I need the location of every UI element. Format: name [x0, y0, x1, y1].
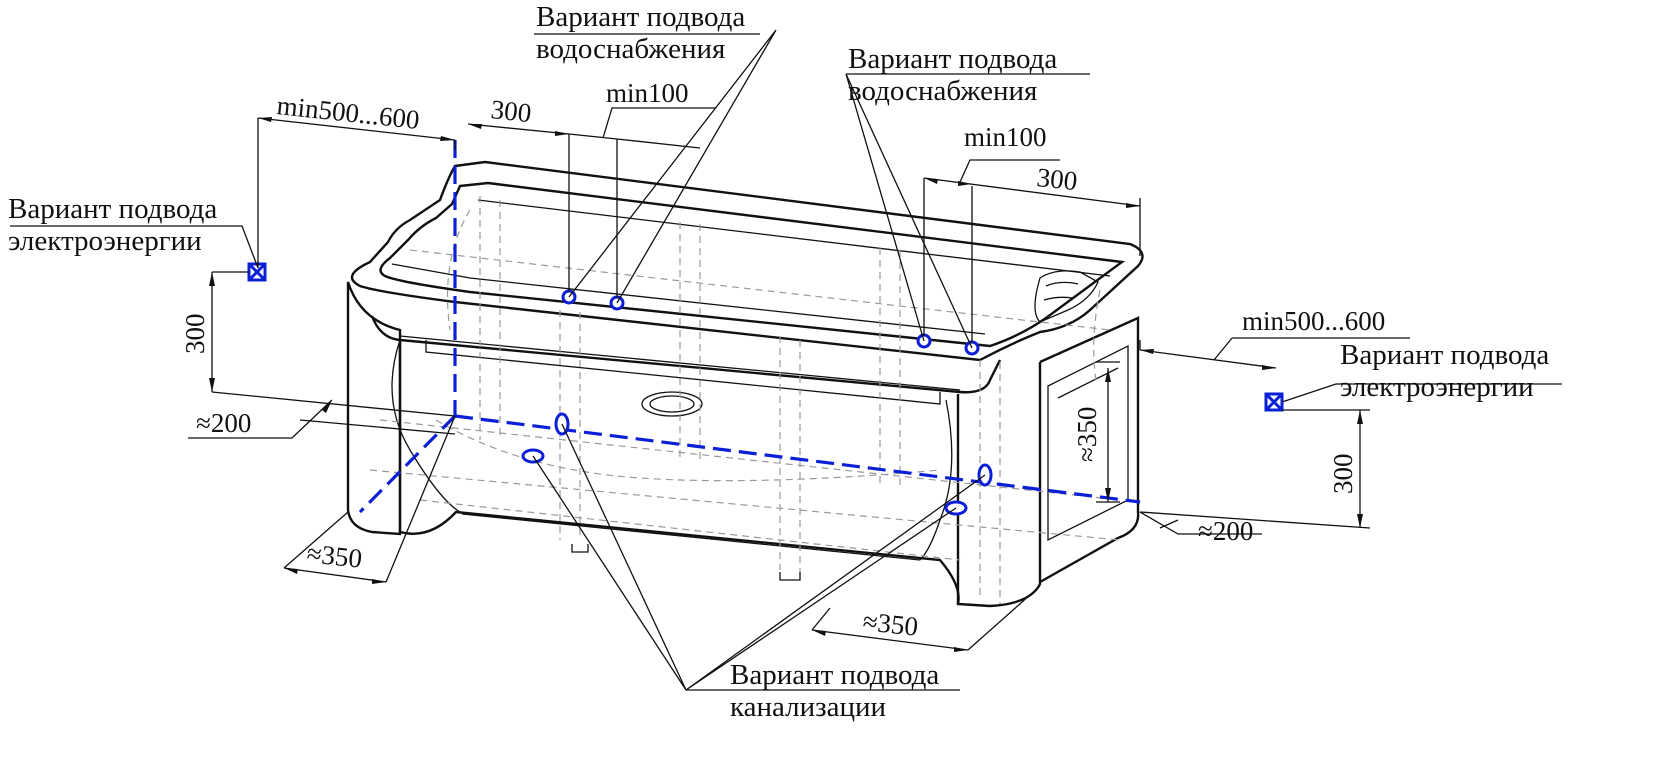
dim-min100-right: min100 [964, 122, 1047, 152]
electric-socket-right [1264, 392, 1284, 412]
label-electric-left-line2: электроэнергии [8, 225, 202, 257]
label-water-right-line2: водоснабжения [848, 75, 1037, 107]
dim-approx350-bottom: ≈350 [861, 606, 919, 642]
label-sewer-line1: Вариант подвода [730, 659, 939, 691]
dim-min100-left: min100 [606, 78, 689, 108]
dim-300-top-left: 300 [489, 94, 532, 128]
dimension-lines [188, 107, 1410, 652]
dim-min500-right: min500...600 [1242, 306, 1385, 336]
dim-approx200-left: ≈200 [196, 408, 251, 438]
dim-approx350-left: ≈350 [305, 538, 363, 574]
dim-300-left-vertical: 300 [180, 314, 210, 355]
floor-axis-short [358, 414, 457, 514]
utility-axes [358, 140, 1141, 514]
floor-axis-long [454, 414, 1141, 504]
label-water-right-line1: Вариант подвода [848, 43, 1057, 75]
leader-lines [10, 29, 1562, 691]
dim-approx350-right-vertical: ≈350 [1072, 407, 1102, 462]
dimension-labels: min500...600 300 min100 min100 300 min50… [180, 78, 1385, 642]
bathtub-body [346, 160, 1144, 608]
dim-300-top-right: 300 [1035, 162, 1078, 196]
label-sewer-line2: канализации [730, 691, 886, 723]
label-water-top-line2: водоснабжения [536, 33, 725, 65]
dim-approx200-right: ≈200 [1198, 516, 1253, 546]
label-electric-left-line1: Вариант подвода [8, 193, 217, 225]
ports [247, 262, 1284, 516]
callout-labels: Вариант подвода водоснабжения Вариант по… [8, 1, 1549, 723]
label-water-top-line1: Вариант подвода [536, 1, 745, 33]
label-electric-right-line2: электроэнергии [1340, 371, 1534, 403]
dim-300-right-vertical: 300 [1328, 454, 1358, 495]
label-electric-right-line1: Вариант подвода [1340, 339, 1549, 371]
